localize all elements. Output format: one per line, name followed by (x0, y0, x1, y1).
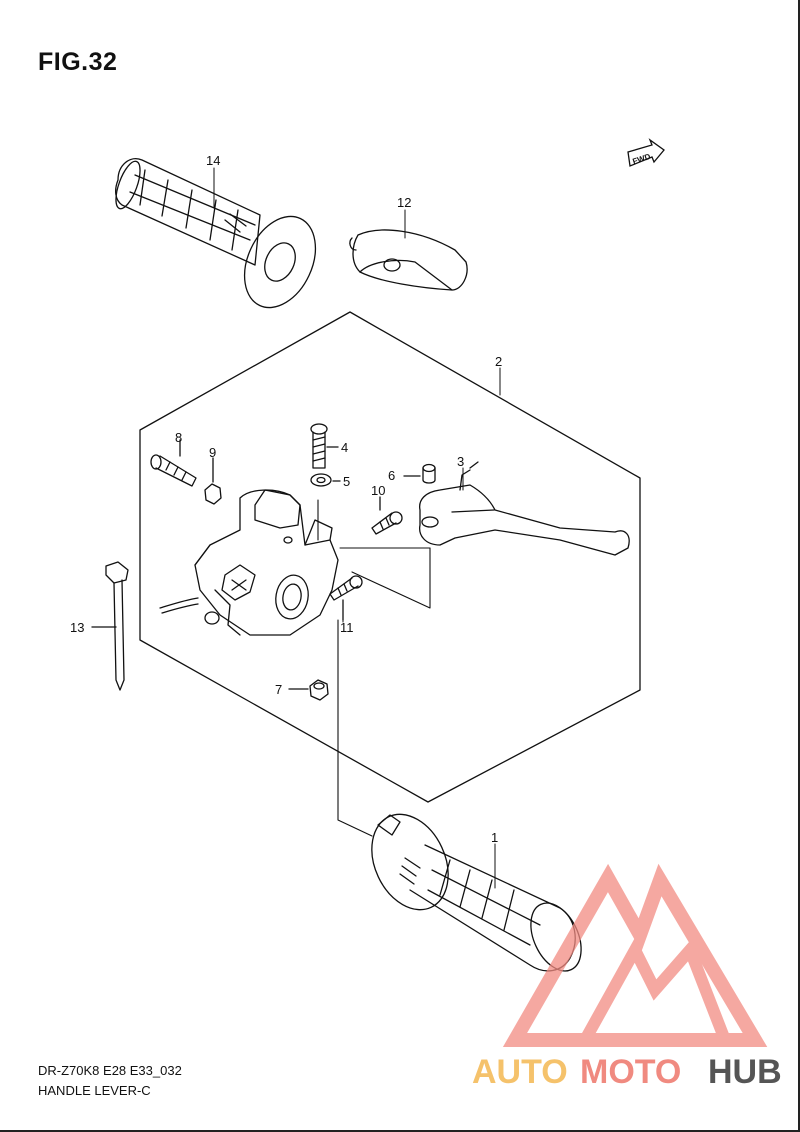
section-name-caption: HANDLE LEVER-C (38, 1083, 151, 1098)
callout-4: 4 (341, 440, 348, 455)
watermark-logo-icon (502, 863, 768, 1047)
part-11-bolt (329, 575, 363, 621)
figure-title: FIG.32 (38, 48, 118, 76)
part-9-nut (204, 457, 222, 505)
callout-10: 10 (371, 483, 385, 498)
callout-numbers: 1 2 3 4 5 6 7 8 9 10 11 12 13 14 (70, 153, 502, 845)
part-10-bolt (371, 496, 403, 535)
part-1-grip (371, 813, 582, 972)
fwd-direction-badge: FWD (627, 138, 665, 167)
callout-5: 5 (343, 474, 350, 489)
watermark-text-moto: MOTO (580, 1053, 681, 1091)
callout-8: 8 (175, 430, 182, 445)
callout-3: 3 (457, 454, 464, 469)
model-code-caption: DR-Z70K8 E28 E33_032 (38, 1063, 182, 1078)
callout-7: 7 (275, 682, 282, 697)
lever-bracket (159, 489, 339, 636)
part-5-washer (310, 473, 341, 487)
part-3-lever (419, 461, 630, 556)
callout-14: 14 (206, 153, 220, 168)
callout-9: 9 (209, 445, 216, 460)
alignment-lines (317, 499, 431, 837)
part-13-cable-tie (91, 561, 129, 691)
part-4-screw (310, 423, 339, 469)
watermark-brand-text: AUTO MOTO HUB (472, 1053, 782, 1091)
part-7-nut (288, 679, 329, 701)
watermark-text-hub: HUB (708, 1053, 782, 1091)
leader-lines (213, 167, 501, 889)
callout-2: 2 (495, 354, 502, 369)
callout-13: 13 (70, 620, 84, 635)
part-6-collar (403, 463, 436, 484)
assembly-outline (139, 311, 641, 803)
callout-11: 11 (340, 620, 354, 635)
part-8-bolt (150, 439, 197, 487)
callout-12: 12 (397, 195, 411, 210)
callout-1: 1 (491, 830, 498, 845)
part-12-cover (349, 229, 468, 291)
watermark-text-auto: AUTO (472, 1053, 568, 1091)
callout-6: 6 (388, 468, 395, 483)
part-14-grip (115, 158, 317, 309)
